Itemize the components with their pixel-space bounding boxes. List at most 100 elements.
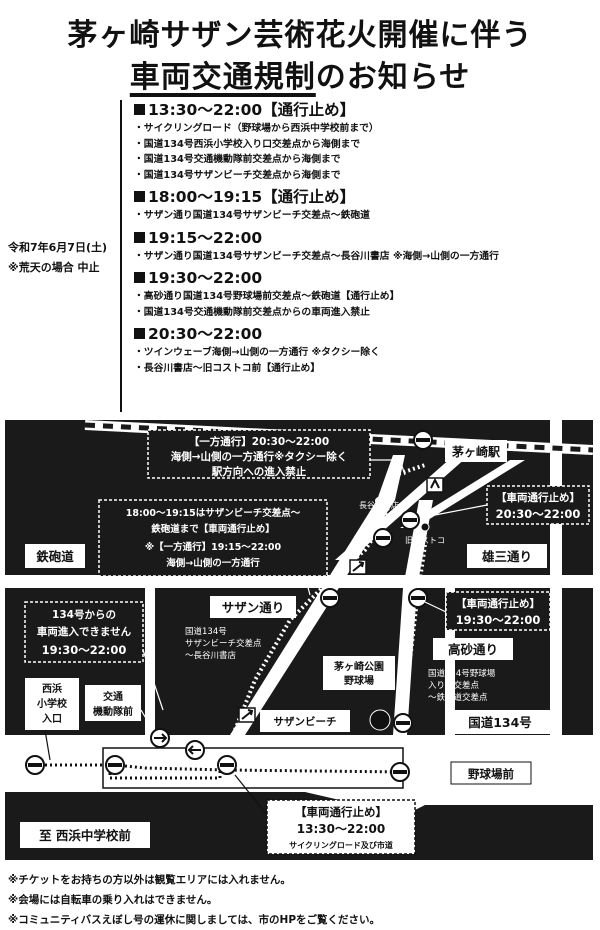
square-icon xyxy=(134,328,145,339)
nishihama-label-bg xyxy=(25,678,79,730)
center-left-box xyxy=(98,499,328,577)
route134-label-bg xyxy=(450,710,550,734)
costco-label: 旧コストコ xyxy=(405,536,445,545)
title-line-1: 茅ヶ崎サザン芸術花火開催に伴う xyxy=(67,18,533,53)
yuzo-label-bg xyxy=(467,544,547,568)
leader-lines-dark xyxy=(44,729,268,816)
nishihama-line-3: 入口 xyxy=(42,713,62,725)
teppodo-label: 鉄砲道 xyxy=(36,549,74,564)
road-teppodo xyxy=(5,575,593,588)
route134-stadium-line-2: 入り口交差点 xyxy=(428,680,480,691)
park-label-line-2: 野球場 xyxy=(344,674,374,687)
southern-beach-label: サザンビーチ xyxy=(274,715,337,728)
park-label-line-1: 茅ヶ崎公園 xyxy=(334,660,384,673)
note-item: ※会場には自転車の乗り入れはできません。 xyxy=(8,894,218,906)
southern-dori-label-bg xyxy=(210,596,296,618)
stadium-mae-label: 野球場前 xyxy=(468,767,514,781)
route134-entry-line-3: 19:30〜22:00 xyxy=(42,643,127,657)
center-left-line-3: ※【一方通行】19:15〜22:00 xyxy=(145,541,282,553)
traffic-map: 【一方通行】20:30〜22:00 海側→山側の一方通行※タクシー除く 駅方向へ… xyxy=(5,420,593,860)
to-nishihama-label: 至 西浜中学校前 xyxy=(39,828,131,843)
center-left-line-2: 鉄砲道まで【車両通行止め】 xyxy=(151,523,275,535)
takasago-label: 高砂通り xyxy=(448,642,498,657)
nishihama-line-2: 小学校 xyxy=(36,697,68,710)
to-nishihama-label-bg xyxy=(20,822,150,848)
kotsu-label-bg xyxy=(85,685,141,721)
note-item: ※チケットをお持ちの方以外は観覧エリアには入れません。 xyxy=(8,874,291,886)
no-entry-icon xyxy=(408,588,428,608)
route134-stadium-line-3: 〜鉄砲道交差点 xyxy=(428,692,488,703)
closed-right-mid-line-2: 19:30〜22:00 xyxy=(456,613,541,627)
stadium-marker xyxy=(369,709,391,731)
yuzo-label: 雄三通り xyxy=(481,549,532,564)
schedule-section: 13:30〜22:00【通行止め】 ・サイクリングロード（野球場から西浜中学校前… xyxy=(134,100,590,183)
heading-text: 19:15〜22:00 xyxy=(148,228,263,247)
schedule-item: ・サザン通り国道134号サザンビーチ交差点〜鉄砲道 xyxy=(134,210,370,221)
no-entry-icon xyxy=(393,713,413,733)
no-entry-icon xyxy=(320,588,340,608)
no-entry-icon xyxy=(413,430,433,450)
route134-entry-line-2: 車両進入できません xyxy=(37,625,132,638)
beach-area xyxy=(5,750,593,815)
closed-right-mid-box xyxy=(445,591,551,631)
event-date: 令和7年6月7日(土) xyxy=(8,241,108,254)
route134-southern-line-3: 〜長谷川書店 xyxy=(185,650,237,661)
oneway-top-box xyxy=(147,429,371,479)
no-entry-icon xyxy=(400,510,420,530)
center-left-line-1: 18:00〜19:15はサザンビーチ交差点〜 xyxy=(126,507,301,519)
schedule-item: ・サザン通り国道134号サザンビーチ交差点〜長谷川書店 ※海側→山側の一方通行 xyxy=(134,250,499,262)
square-icon xyxy=(134,231,145,243)
closed-bottom-line-2: 13:30〜22:00 xyxy=(297,822,385,836)
closed-bottom-line-1: 【車両通行止め】 xyxy=(295,805,387,819)
schedule-heading: 19:30〜22:00 xyxy=(134,268,590,289)
park-label-bg xyxy=(323,656,395,690)
schedule-list: 13:30〜22:00【通行止め】 ・サイクリングロード（野球場から西浜中学校前… xyxy=(120,100,590,412)
road-takasago-dori xyxy=(393,500,433,735)
no-entry-signs xyxy=(25,430,444,782)
kotsu-line-2: 機動隊前 xyxy=(93,705,133,718)
arrow-sign-icon xyxy=(238,707,256,723)
no-entry-icon xyxy=(390,762,410,782)
southern-dori-label: サザン通り xyxy=(222,600,285,615)
schedule-item: ・国道134号交通機動隊前交差点から海側まで xyxy=(134,154,341,165)
heading-text: 19:30〜22:00 xyxy=(148,269,263,287)
closed-right-top-line-2: 20:30〜22:00 xyxy=(496,507,581,521)
title-line-2: 車両交通規制のお知らせ xyxy=(0,52,600,96)
schedule-item: ・長谷川書店〜旧コストコ前【通行止め】 xyxy=(134,362,321,374)
date-block: 令和7年6月7日(土) ※荒天の場合 中止 xyxy=(8,238,107,278)
stadium-mae-label-bg xyxy=(450,761,532,785)
closure-routes xyxy=(233,463,427,731)
costco-marker xyxy=(420,522,430,532)
title-underlined: 車両交通規制 xyxy=(129,60,316,95)
route134-label: 国道134号 xyxy=(468,715,532,730)
heading-text: 20:30〜22:00 xyxy=(148,325,263,343)
no-entry-icon xyxy=(105,755,125,775)
route134-stadium-line-1: 国道134号野球場 xyxy=(428,668,496,679)
closed-bottom-line-3: サイクリングロード及び市道 xyxy=(289,840,393,850)
no-entry-icon xyxy=(217,755,237,775)
station-label-bg xyxy=(445,440,507,462)
schedule-heading: 19:15〜22:00 xyxy=(134,228,590,249)
schedule-item: ・サイクリングロード（野球場から西浜中学校前まで） xyxy=(134,123,379,134)
schedule-item: ・ツインウェーブ海側→山側の一方通行 ※タクシー除く xyxy=(134,347,380,358)
schedule-heading: 13:30〜22:00【通行止め】 xyxy=(134,100,590,121)
schedule-section: 19:30〜22:00 ・高砂通り国道134号野球場前交差点〜鉄砲道【通行止め】… xyxy=(134,268,590,320)
square-icon xyxy=(134,191,145,202)
schedule-section: 18:00〜19:15【通行止め】 ・サザン通り国道134号サザンビーチ交差点〜… xyxy=(134,187,590,224)
hasegawa-marker xyxy=(375,497,383,505)
arrow-sign-icon xyxy=(150,728,170,748)
road-diagonal-2 xyxy=(400,460,525,528)
weather-note: ※荒天の場合 中止 xyxy=(8,261,100,274)
title-rest: のお知らせ xyxy=(315,60,471,95)
takasago-label-bg xyxy=(433,638,513,660)
route134-southern-line-2: サザンビーチ交差点 xyxy=(185,638,262,649)
no-entry-icon xyxy=(25,755,45,775)
closed-bottom-box xyxy=(266,799,416,855)
closed-right-mid-line-1: 【車両通行止め】 xyxy=(456,597,540,610)
arrow-sign-icon xyxy=(349,559,367,575)
teppodo-label-bg xyxy=(25,544,85,568)
road-side-a xyxy=(145,588,155,735)
square-icon xyxy=(134,104,145,115)
schedule-section: 20:30〜22:00 ・ツインウェーブ海側→山側の一方通行 ※タクシー除く ・… xyxy=(134,324,590,376)
schedule-section: 19:15〜22:00 ・サザン通り国道134号サザンビーチ交差点〜長谷川書店 … xyxy=(134,228,590,265)
